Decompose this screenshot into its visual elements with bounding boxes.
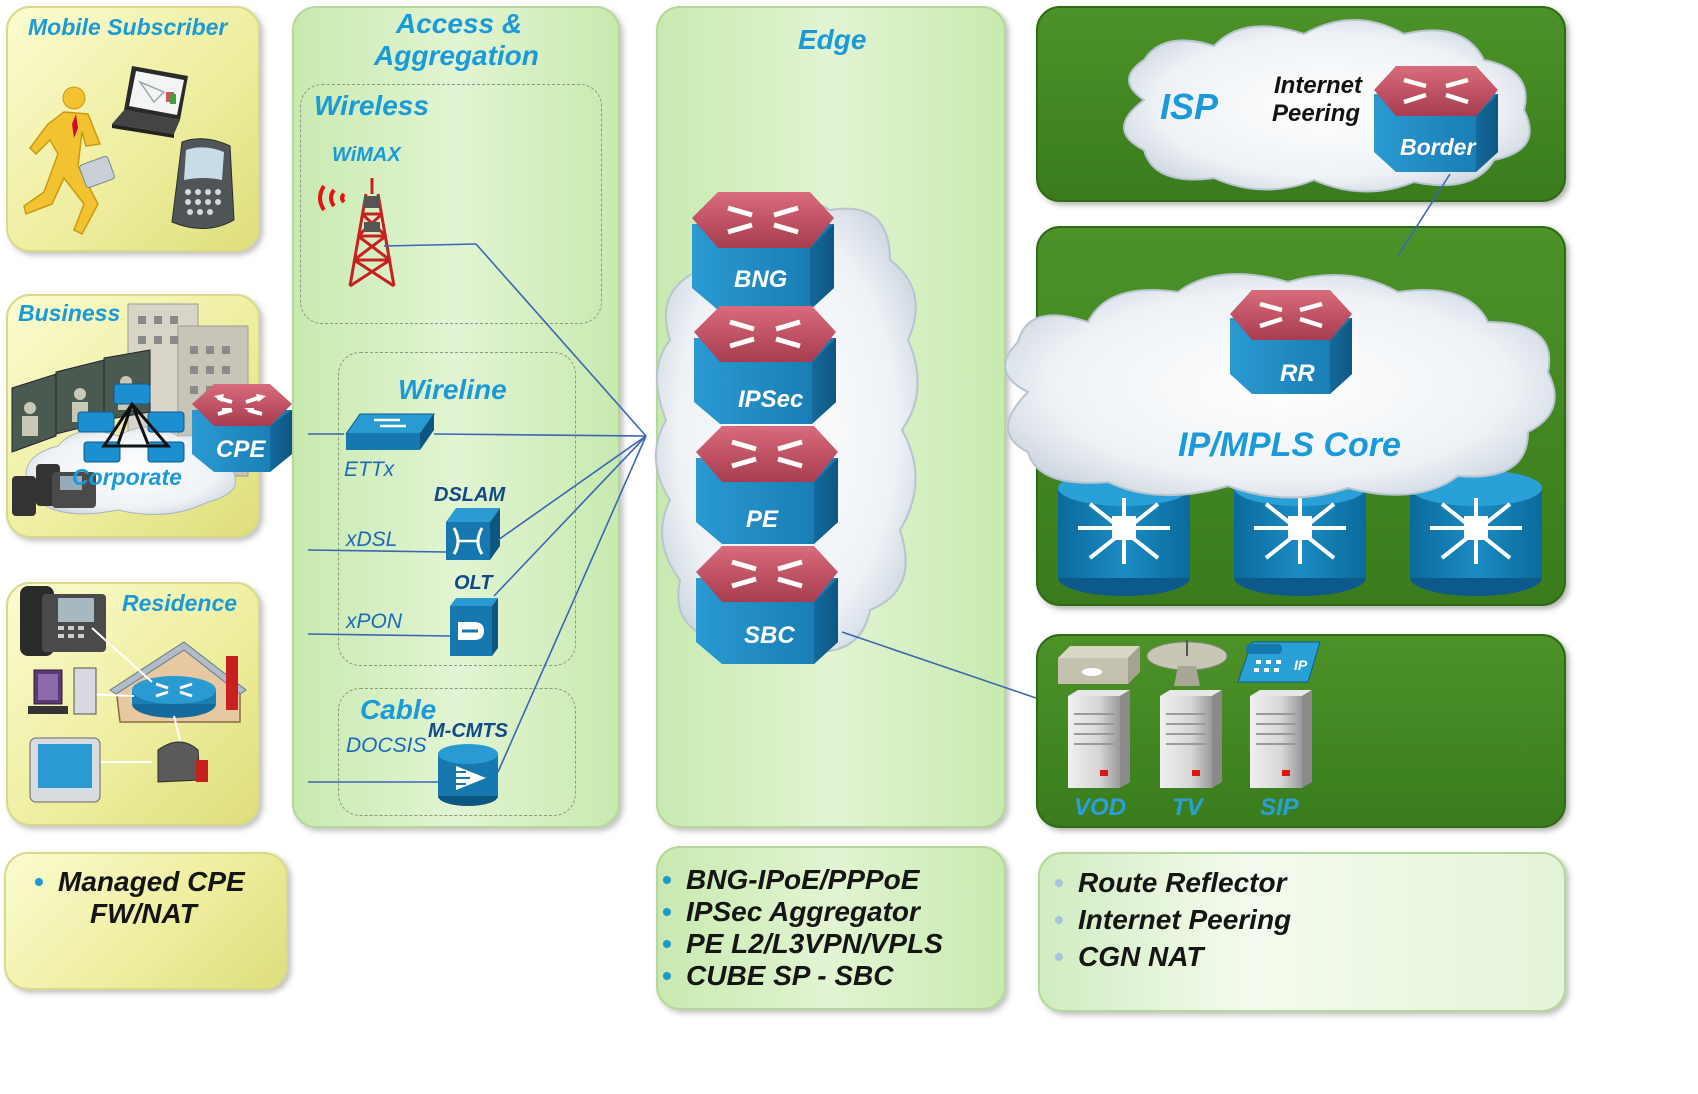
docsis-label: DOCSIS xyxy=(346,734,427,757)
edge-feature-item: IPSec Aggregator xyxy=(660,896,943,928)
edge-title: Edge xyxy=(798,24,867,55)
core-feature-item: Internet Peering xyxy=(1052,901,1291,938)
ettx-label: ETTx xyxy=(344,458,395,481)
wimax-label: WiMAX xyxy=(332,144,401,166)
svg-text:IP: IP xyxy=(1294,657,1308,673)
edge-feature-item: CUBE SP - SBC xyxy=(660,960,943,992)
mcmts-label: M-CMTS xyxy=(428,720,508,742)
sip-server-icon[interactable] xyxy=(1246,690,1314,790)
route-reflector-icon[interactable] xyxy=(1226,286,1356,398)
core-features-list: Route Reflector Internet Peering CGN NAT xyxy=(1052,864,1291,975)
tv-server-icon[interactable] xyxy=(1156,690,1224,790)
smartphone-icon xyxy=(171,138,235,230)
pe-router-icon[interactable] xyxy=(692,422,842,548)
sip-label: SIP xyxy=(1260,794,1299,821)
sbc-router-icon[interactable] xyxy=(692,542,842,668)
satellite-dish-icon xyxy=(1146,640,1228,686)
ipsec-router-icon[interactable] xyxy=(690,302,840,428)
mcmts-icon[interactable] xyxy=(436,742,500,808)
tv-label: TV xyxy=(1172,794,1203,821)
mobile-subscriber-title: Mobile Subscriber xyxy=(28,14,228,40)
border-label: Border xyxy=(1400,134,1476,160)
corporate-label: Corporate xyxy=(72,464,182,490)
olt-icon[interactable] xyxy=(448,596,500,658)
sbc-label: SBC xyxy=(744,622,795,649)
dslam-icon[interactable] xyxy=(442,506,502,562)
olt-label: OLT xyxy=(454,572,493,594)
ip-phone-icon: IP xyxy=(1237,641,1321,683)
isp-title: ISP xyxy=(1160,86,1219,127)
core-feature-item: CGN NAT xyxy=(1052,938,1291,975)
bng-label: BNG xyxy=(734,266,788,293)
access-title-line1: Access & xyxy=(396,8,523,39)
residence-scene xyxy=(20,586,247,803)
wireless-group xyxy=(300,84,602,324)
laptop-icon xyxy=(112,66,188,138)
bng-router-icon[interactable] xyxy=(688,188,838,314)
edge-feature-item: BNG-IPoE/PPPoE xyxy=(660,864,943,896)
xpon-label: xPON xyxy=(346,610,403,633)
core-switch-icon[interactable] xyxy=(1406,468,1546,598)
cpe-router-label: CPE xyxy=(216,436,266,463)
rr-label: RR xyxy=(1280,360,1315,387)
mobile-user-icon xyxy=(23,86,115,235)
edge-features-list: BNG-IPoE/PPPoE IPSec Aggregator PE L2/L3… xyxy=(660,864,943,992)
vod-server-icon[interactable] xyxy=(1064,690,1132,790)
xdsl-label: xDSL xyxy=(346,528,398,551)
dslam-label: DSLAM xyxy=(434,484,506,506)
border-router-icon[interactable] xyxy=(1370,62,1502,176)
managed-cpe-bullets: Managed CPE xyxy=(32,866,245,898)
cpe-router-icon[interactable] xyxy=(188,380,296,476)
ettx-switch-icon[interactable] xyxy=(344,412,436,454)
vod-device-icon xyxy=(1058,646,1140,684)
cable-title: Cable xyxy=(360,694,437,725)
core-feature-item: Route Reflector xyxy=(1052,864,1291,901)
internet-peering-line1: Internet xyxy=(1274,72,1363,99)
business-title: Business xyxy=(18,300,121,326)
core-title: IP/MPLS Core xyxy=(1178,426,1401,464)
managed-cpe-line2: FW/NAT xyxy=(90,898,197,929)
access-title-line2: Aggregation xyxy=(374,40,539,71)
residence-title: Residence xyxy=(122,590,238,616)
internet-peering-line2: Peering xyxy=(1272,100,1361,127)
wireless-title: Wireless xyxy=(314,90,429,121)
vod-label: VOD xyxy=(1074,794,1127,821)
wireline-title: Wireline xyxy=(398,374,507,405)
wimax-tower-icon[interactable] xyxy=(310,174,400,290)
edge-feature-item: PE L2/L3VPN/VPLS xyxy=(660,928,943,960)
pe-label: PE xyxy=(746,506,779,533)
ipsec-label: IPSec xyxy=(738,386,804,413)
managed-cpe-item: Managed CPE xyxy=(32,866,245,898)
